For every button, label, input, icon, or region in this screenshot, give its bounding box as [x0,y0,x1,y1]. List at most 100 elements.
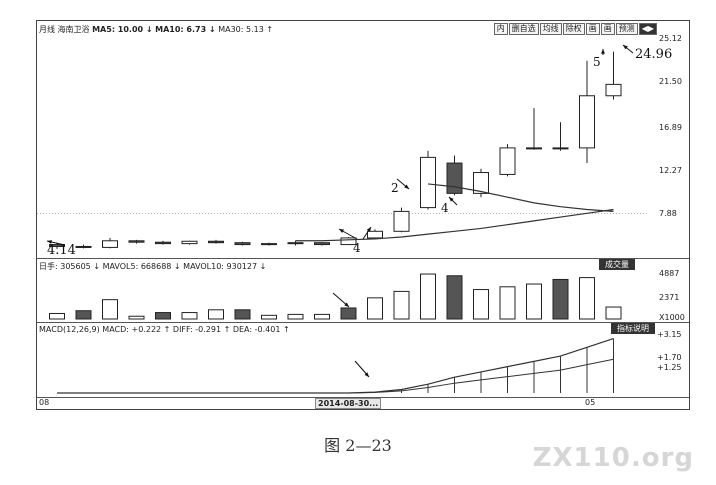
price-header: 月线 海南卫浴 MA5: 10.00 ↓ MA10: 6.73 ↓ MA30: … [39,24,273,35]
annotation-4b: 4 [353,241,361,255]
candle-body [234,242,251,246]
volume-bar [314,313,330,320]
candle-body [75,245,92,248]
macd-indicator-button[interactable]: 指标说明 [611,323,655,334]
volume-bar [287,313,304,320]
volume-bar [181,312,198,320]
volume-tick-1: 2371 [659,293,680,302]
volume-bar [367,297,383,320]
watermark: ZX110.org [532,443,694,473]
chart-frame: 月线 海南卫浴 MA5: 10.00 ↓ MA10: 6.73 ↓ MA30: … [36,20,690,410]
macd-tick-1: +1.70 [657,353,682,362]
toolbar-btn-0[interactable]: 内 [493,23,508,35]
macd-tick-0: +3.15 [657,330,682,339]
volume-bar [473,289,489,320]
volume-bar [234,309,251,320]
toolbar-btn-2[interactable]: 均线 [539,23,562,35]
volume-bar [102,299,118,320]
toolbar-btn-4[interactable]: 画 [585,23,600,35]
arrow-volume-head [344,302,349,307]
candle-body [128,240,145,243]
chart-toolbar: 内 删自选 均线 除权 画 画 预测 ◀▶ [493,23,657,35]
macd-header: MACD(12,26,9) MACD: +0.222 ↑ DIFF: -0.29… [39,325,290,334]
candle-body [49,244,65,247]
ma-long-line [295,208,614,242]
arrow-4a-head [449,197,454,202]
annotation-4a: 4 [441,201,449,215]
volume-bar [605,306,622,320]
annotation-2: 2 [391,181,399,195]
macd-separator [37,322,689,323]
candle-body [340,237,357,246]
volume-bar [526,283,542,320]
toolbar-btn-6[interactable]: 预测 [615,23,638,35]
candle-body [526,147,542,150]
candle-body [552,147,569,150]
chart-canvas [37,44,647,394]
volume-bar [75,310,92,320]
annotation-low: 4.14 [47,243,76,258]
candle-body [473,172,489,194]
arrow-low-head [47,240,52,244]
candle-body [287,242,304,245]
volume-bar [128,315,145,320]
candle-body [499,147,516,175]
candle-body [208,240,224,244]
arrow-2-head [404,184,409,189]
arrow-high-head [623,45,628,50]
ma-mid-line [427,183,614,212]
candle-body [314,242,330,246]
ma30-readout: MA30: 5.13 ↑ [218,25,274,34]
volume-indicator-button[interactable]: 成交量 [599,259,635,270]
volume-bar [155,312,171,320]
figure-caption: 图 2—23 [324,436,392,455]
candle-body [261,243,277,246]
ma10-readout: MA10: 6.73 ↓ [155,25,216,34]
volume-bar [393,290,410,320]
volume-bar [340,307,357,320]
annotation-high: 24.96 [635,47,673,62]
volume-bar [49,312,65,320]
arrow-5-head [601,49,605,54]
ma5-readout: MA5: 10.00 ↓ [92,25,153,34]
macd-diff-line [57,337,614,394]
candle-body [102,240,118,248]
volume-bar [499,286,516,320]
stock-title: 月线 海南卫浴 [39,25,90,34]
toolbar-btn-1[interactable]: 删自选 [508,23,539,35]
xaxis-separator [37,397,689,398]
volume-tick-2: X1000 [659,313,685,322]
price-tick-0: 25.12 [659,34,682,43]
candle-body [446,162,463,194]
toolbar-btn-7[interactable]: ◀▶ [638,23,657,35]
x-label-cursor: 2014-08-30... [315,398,382,409]
volume-bar [261,314,277,320]
toolbar-btn-3[interactable]: 除权 [562,23,585,35]
volume-bar [446,275,463,320]
volume-tick-0: 4887 [659,269,680,278]
price-tick-2: 16.89 [659,123,682,132]
candle-body [393,210,410,232]
volume-bar [208,309,224,320]
volume-bar [552,278,569,320]
volume-separator [37,258,689,259]
volume-header: 日手: 305605 ↓ MAVOL5: 668688 ↓ MAVOL10: 9… [39,262,267,271]
macd-dea-line [57,358,614,394]
price-tick-3: 12.27 [659,166,682,175]
volume-bar [420,273,436,320]
arrow-4b-left-head [339,229,344,233]
arrow-macd-head [364,372,369,377]
candle-body [605,83,622,97]
price-tick-1: 21.50 [659,77,682,86]
candle-body [420,156,436,209]
x-label-start: 08 [39,398,50,407]
price-tick-4: 7.88 [659,209,677,218]
volume-bar [579,277,595,320]
candle-body [155,241,171,245]
toolbar-btn-5[interactable]: 画 [600,23,615,35]
candle-body [367,230,383,239]
macd-tick-2: +1.25 [657,363,682,372]
candle-body [579,95,595,149]
candle-body [181,240,198,245]
x-label-end: 05 [585,398,596,407]
